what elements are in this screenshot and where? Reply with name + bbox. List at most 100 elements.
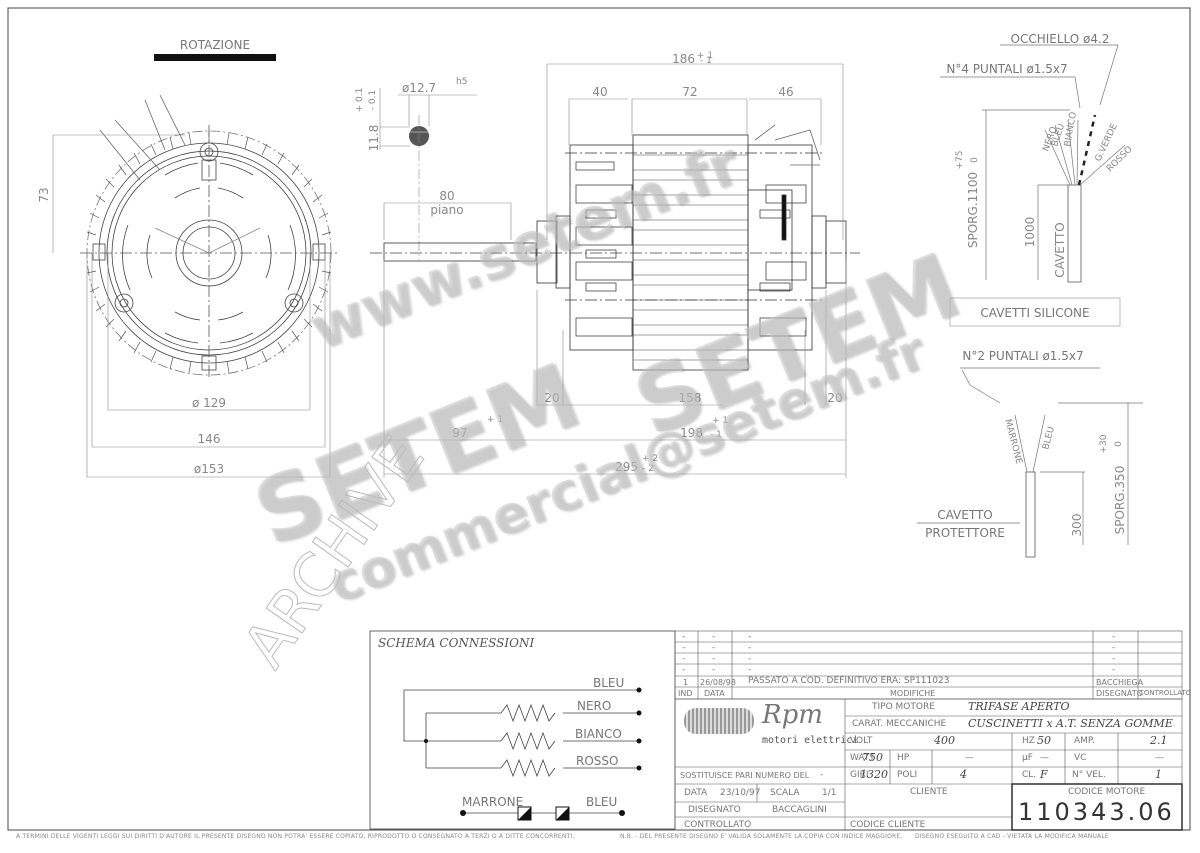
front-view-dimensions <box>52 134 331 478</box>
replaces-label: SOSTITUISCE PARI NUMERO DEL <box>680 771 810 780</box>
hp-value: — <box>965 753 974 763</box>
checked-label: CONTROLLATO <box>684 820 752 830</box>
dim-198: 198 <box>680 426 703 440</box>
dim-186: 186 <box>672 52 695 66</box>
giri-label: GIRI <box>850 770 869 780</box>
dim-295: 295 <box>615 460 638 474</box>
hz-value: 50 <box>1037 734 1051 747</box>
schema-title: SCHEMA CONNESSIONI <box>378 636 534 650</box>
dim-d153: ø153 <box>194 462 224 476</box>
main-sporg: SPORG.1100 <box>966 172 980 248</box>
footer-note: N.B. - DEL PRESENTE DISEGNO E' VALIDA SO… <box>620 833 903 840</box>
wire-bianco: BIANCO <box>1063 111 1079 147</box>
uf-value: — <box>1040 753 1049 763</box>
protector-sporg-tol-minus: 0 <box>1114 441 1124 447</box>
protector-label-2: PROTETTORE <box>925 526 1005 540</box>
dim-186-tol-minus: - 1 <box>700 56 712 66</box>
title-block-grid <box>674 698 1183 831</box>
dim-20-left: 20 <box>544 391 559 405</box>
rev-header-disegnato: DISEGNATO <box>1096 689 1143 698</box>
eyelet-label: OCCHIELLO ø4.2 <box>1011 32 1110 46</box>
dim-72: 72 <box>682 85 697 99</box>
brand-subtitle: motori elettrici <box>762 735 859 746</box>
dim-158: 158 <box>679 391 702 405</box>
shaft-flat-length: 80 <box>439 189 454 203</box>
shaft-flat-label: piano <box>430 203 463 217</box>
rev-row-4-ind: - <box>682 665 686 675</box>
protector-tips-label: N°2 PUNTALI ø1.5x7 <box>962 349 1083 363</box>
front-view <box>80 94 340 380</box>
revision-table-grid <box>674 630 1183 700</box>
footer-copyright: A TERMINI DELLE VIGENTI LEGGI SUI DIRITT… <box>16 833 575 840</box>
rev-row-3-modifica: - <box>748 654 752 664</box>
shaft-flat-tol-plus: + 0.1 <box>355 88 365 113</box>
main-sporg-tol-minus: 0 <box>970 157 980 163</box>
replaces-value: - <box>820 770 824 780</box>
main-cable-detail <box>940 44 1126 283</box>
scale-value: 1/1 <box>822 788 837 798</box>
shaft-tolerance: h5 <box>456 77 467 87</box>
rotation-bar <box>154 54 276 61</box>
dim-186-tol-plus: + 1 <box>697 51 713 61</box>
schema-wire-bianco: BIANCO <box>575 727 622 741</box>
client-code-label: CODICE CLIENTE <box>850 820 926 830</box>
rev-row-3-disegnato: - <box>1112 654 1116 664</box>
schema-wire-rosso: ROSSO <box>576 754 618 768</box>
rev-row-1-modifica: - <box>748 632 752 642</box>
protector-sporg-tol-plus: +30 <box>1099 434 1109 453</box>
client-label: CLIENTE <box>910 787 948 797</box>
main-tips-label: N°4 PUNTALI ø1.5x7 <box>946 62 1067 76</box>
nvel-value: 1 <box>1155 768 1162 781</box>
dim-198-tol-minus: - 1 <box>710 430 722 440</box>
wire-bleu-protector: BLEU <box>1041 426 1057 451</box>
amp-value: 2.1 <box>1150 734 1168 747</box>
rev-header-modifiche: MODIFICHE <box>890 689 936 698</box>
dim-295-tol-plus: + 2 <box>642 454 658 464</box>
protector-sporg: SPORG.350 <box>1113 466 1127 535</box>
dim-40: 40 <box>592 85 607 99</box>
rev-row-4-disegnato: - <box>1112 665 1116 675</box>
dim-46: 46 <box>778 85 793 99</box>
dim-73: 73 <box>37 187 51 202</box>
main-sporg-tol-plus: +75 <box>955 151 965 170</box>
schema-wire-nero: NERO <box>577 699 611 713</box>
main-cable-length: 1000 <box>1023 217 1037 248</box>
rpm-logo-graphic <box>684 708 754 734</box>
rev-header-ind: IND <box>678 689 693 698</box>
volt-label: VOLT <box>850 736 873 746</box>
dim-20-right: 20 <box>827 391 842 405</box>
scale-label: SCALA <box>770 788 800 798</box>
shaft-diameter: ø12.7 <box>402 81 436 95</box>
hp-label: HP <box>897 753 910 763</box>
uf-label: µF <box>1022 753 1033 763</box>
mechanical-value: CUSCINETTI x A.T. SENZA GOMME <box>968 717 1173 730</box>
brand-name: Rpm <box>762 700 823 730</box>
side-view-dimensions <box>383 63 847 478</box>
dim-97-tol: + 1 <box>487 415 503 425</box>
volt-value: 400 <box>934 734 955 747</box>
rev-row-5-modifica: PASSATO A COD. DEFINITIVO ERA: SP111023 <box>748 676 950 686</box>
rev-header-controllato: CONTROLLATO <box>1139 689 1192 697</box>
rev-header-data: DATA <box>704 689 725 698</box>
date-label: DATA <box>684 788 708 798</box>
drawn-by-label: DISEGNATO <box>688 805 741 815</box>
cl-label: CL. <box>1022 770 1037 780</box>
schema-protector-marrone: MARRONE <box>462 795 523 809</box>
dim-d129: ø 129 <box>192 396 226 410</box>
poli-value: 4 <box>960 768 967 781</box>
amp-label: AMP. <box>1074 736 1095 746</box>
dim-97: 97 <box>452 426 467 440</box>
schema-wire-bleu: BLEU <box>593 676 624 690</box>
watt-value: 750 <box>862 751 883 764</box>
poli-label: POLI <box>897 770 918 780</box>
main-cable-label: CAVETTO <box>1053 222 1067 278</box>
watt-label: WATT <box>850 753 875 763</box>
rev-row-3-ind: - <box>682 654 686 664</box>
wire-rosso: ROSSO <box>1105 145 1135 175</box>
rev-row-1-data: - <box>712 632 716 642</box>
cl-value: F <box>1040 768 1048 781</box>
rev-row-5-data: 26/08/98 <box>700 678 736 687</box>
nvel-label: N° VEL. <box>1072 770 1106 780</box>
